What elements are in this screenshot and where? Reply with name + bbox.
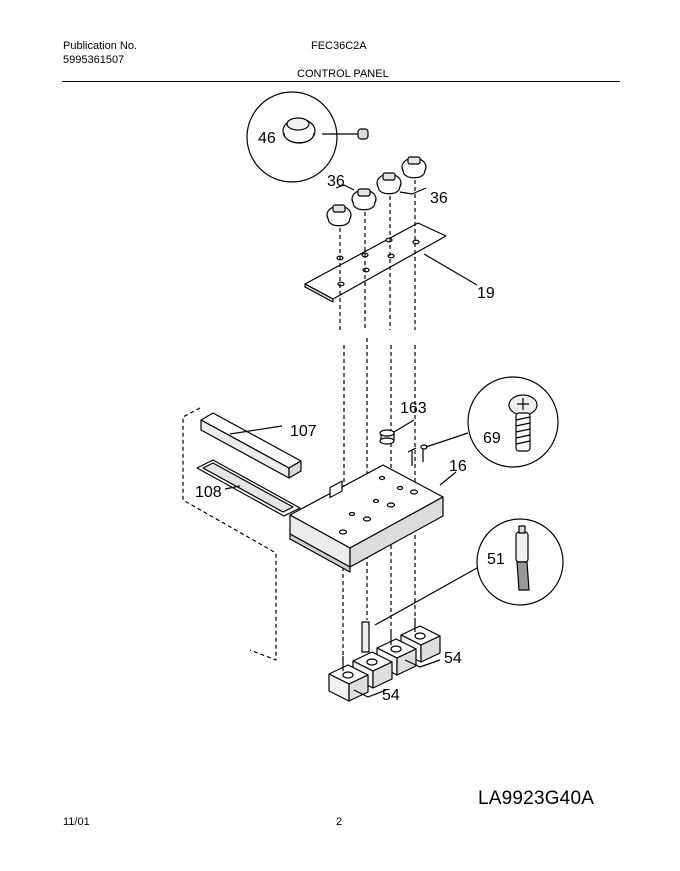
detail-callout-sensor [374,518,564,626]
label-part-36: 36 [327,173,345,190]
trim-strip [200,412,302,479]
label-part-108: 108 [195,484,222,501]
label-part-54: 54 [382,687,400,704]
header-rule [62,81,620,82]
detail-callout-screw [425,376,559,468]
publication-label: Publication No. [63,40,137,52]
diagram-code: LA9923G40A [478,788,595,809]
overlay-panel [304,222,478,303]
publication-number: 5995361507 [63,54,125,66]
switch [328,656,369,702]
label-part-36: 36 [430,190,448,207]
section-title: CONTROL PANEL [297,68,389,80]
label-part-54: 54 [444,650,462,667]
page-number: 2 [336,816,343,828]
knob [351,188,377,211]
label-part-16: 16 [449,458,467,475]
knob [326,204,352,227]
footer-date: 11/01 [63,816,90,828]
label-part-69: 69 [483,430,501,447]
knob [401,156,427,179]
screw-small [407,444,428,466]
gasket-strip [196,459,301,517]
label-part-163: 163 [400,400,427,417]
label-part-46: 46 [258,130,276,147]
knob [376,172,402,195]
detail-callout-cap [246,91,369,183]
switch-group [328,618,441,702]
model-number: FEC36C2A [311,40,367,52]
bushing [379,419,415,445]
label-part-51: 51 [487,551,505,568]
knob-group [326,156,427,227]
control-bracket [289,464,457,573]
label-part-19: 19 [477,285,495,302]
label-part-107: 107 [290,423,317,440]
